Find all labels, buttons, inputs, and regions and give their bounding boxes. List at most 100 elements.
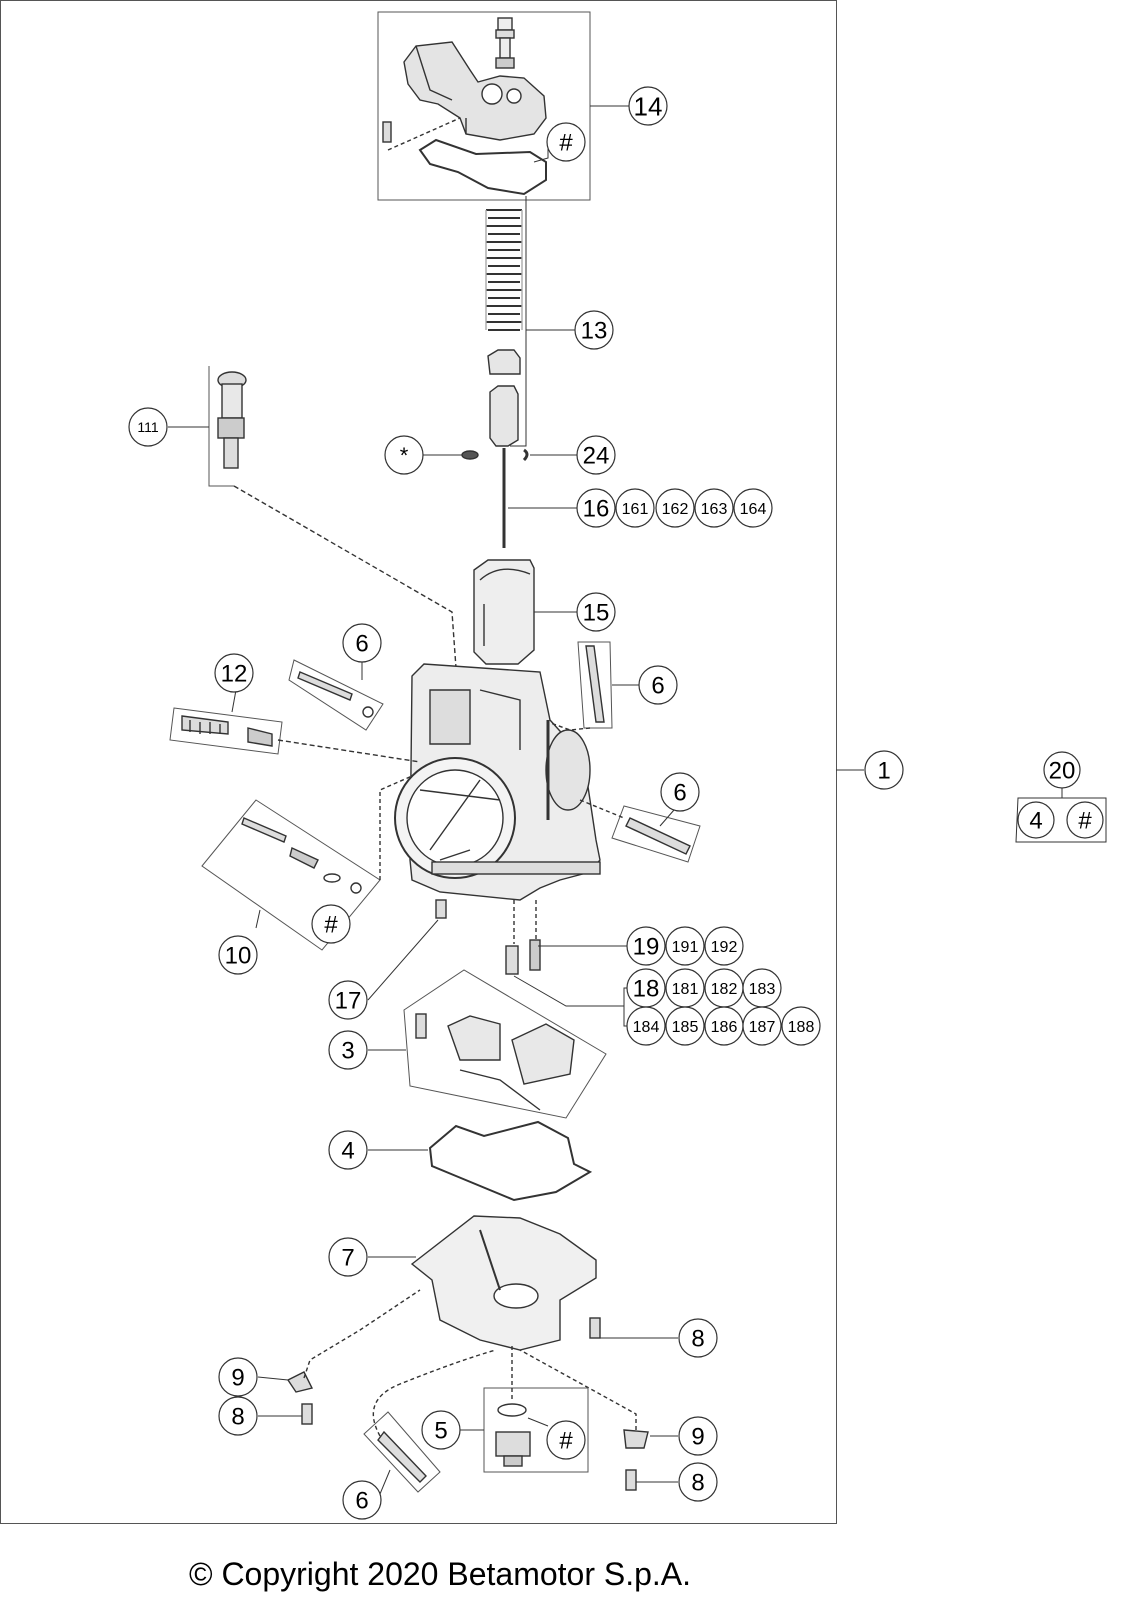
callout-circle (694, 488, 734, 528)
callout-circle (665, 926, 705, 966)
callout-circle (328, 1130, 368, 1170)
clip-part-top (362, 706, 374, 718)
clip-part-left (286, 1371, 314, 1393)
callout-circle (864, 750, 904, 790)
callout-c10: 10 (218, 935, 258, 975)
callout-c14: 14 (628, 86, 668, 126)
callout-label: 9 (691, 1424, 704, 1451)
callout-c8-bottom: 8 (678, 1462, 718, 1502)
callout-c18: 18 (626, 968, 666, 1008)
callout-circle (628, 86, 668, 126)
callout-circle (576, 435, 616, 475)
needle-holder-part (489, 385, 519, 447)
callout-circle (342, 623, 382, 663)
callout-circle (328, 980, 368, 1020)
float-bowl-gasket-part (428, 1120, 593, 1202)
float-bowl-part (410, 1215, 597, 1351)
callout-label: 18 (633, 976, 660, 1003)
callout-circle (342, 1480, 382, 1520)
callout-label: 6 (673, 780, 686, 807)
callout-c161: 161 (615, 488, 655, 528)
slide-spring-part (485, 209, 523, 331)
callout-label: # (559, 130, 573, 157)
callout-label: 181 (672, 981, 699, 998)
callout-circle (678, 1462, 718, 1502)
callout-circle (655, 488, 695, 528)
callout-circle (574, 310, 614, 350)
callout-circle (214, 653, 254, 693)
callout-label: 185 (672, 1019, 699, 1036)
callout-circle (128, 407, 168, 447)
callout-c182: 182 (704, 968, 744, 1008)
callout-label: 186 (711, 1019, 738, 1036)
callout-label: # (324, 912, 338, 939)
callout-c191: 191 (665, 926, 705, 966)
callout-c3: 3 (328, 1030, 368, 1070)
callout-label: 16 (583, 496, 610, 523)
callout-c4: 4 (328, 1130, 368, 1170)
callout-label: 4 (1029, 808, 1042, 835)
callout-c1: 1 (864, 750, 904, 790)
screw-part-left (301, 1403, 313, 1425)
callout-c181: 181 (665, 968, 705, 1008)
cap-screw-part (495, 17, 515, 69)
callout-circle (576, 592, 616, 632)
air-screw-part (181, 715, 273, 747)
callout-label: 3 (341, 1038, 354, 1065)
pin-part-top (297, 671, 353, 701)
callout-label: 183 (749, 981, 776, 998)
callout-c185: 185 (665, 1006, 705, 1046)
callout-label: 162 (662, 501, 689, 518)
callout-c192: 192 (704, 926, 744, 966)
copyright-footer: © Copyright 2020 Betamotor S.p.A. (188, 1556, 692, 1592)
callout-circle (546, 1420, 586, 1460)
callout-label: 15 (583, 600, 610, 627)
callout-label: 10 (225, 943, 252, 970)
callout-label: 191 (672, 939, 699, 956)
callout-label: 1 (877, 758, 890, 785)
callout-label: 188 (788, 1019, 815, 1036)
cap-small-screw (382, 121, 392, 143)
callout-c10-hash: # (311, 904, 351, 944)
clip-part-right (623, 1429, 649, 1449)
callout-label: 4 (341, 1138, 354, 1165)
callout-label: 9 (231, 1365, 244, 1392)
callout-label: * (400, 443, 409, 468)
drain-plug-part (495, 1403, 531, 1467)
callout-label: # (1078, 808, 1092, 835)
callout-circle (733, 488, 773, 528)
callout-label: 164 (740, 501, 767, 518)
callout-circle (328, 1030, 368, 1070)
callout-label: 20 (1049, 758, 1076, 785)
callout-circle (1043, 751, 1081, 789)
callout-c20: 20 (1043, 751, 1081, 789)
callout-c186: 186 (704, 1006, 744, 1046)
throttle-slide-part (473, 559, 535, 665)
callout-label: 8 (231, 1404, 244, 1431)
needle-clip-part (461, 450, 479, 460)
callout-label: 192 (711, 939, 738, 956)
screw-part-right (589, 1317, 601, 1339)
callout-label: 19 (633, 934, 660, 961)
callout-circle (328, 1237, 368, 1277)
callout-c19: 19 (626, 926, 666, 966)
cap-gasket-part (418, 138, 547, 196)
callout-label: 111 (137, 419, 158, 435)
callout-circle (218, 1357, 258, 1397)
callout-c20-hash: # (1066, 801, 1104, 839)
callout-circle (218, 935, 258, 975)
callout-label: 6 (355, 1488, 368, 1515)
callout-c16: 16 (576, 488, 616, 528)
callout-label: 6 (355, 631, 368, 658)
callout-c6-bottom: 6 (342, 1480, 382, 1520)
callout-c9-left: 9 (218, 1357, 258, 1397)
callout-c6-mid: 6 (660, 772, 700, 812)
callout-c188: 188 (781, 1006, 821, 1046)
pilot-jet-part (435, 899, 447, 919)
callout-c13: 13 (574, 310, 614, 350)
needle-ring-part (522, 448, 529, 462)
choke-plunger-part (241, 817, 362, 894)
callout-c163: 163 (694, 488, 734, 528)
callout-circle (626, 1006, 666, 1046)
